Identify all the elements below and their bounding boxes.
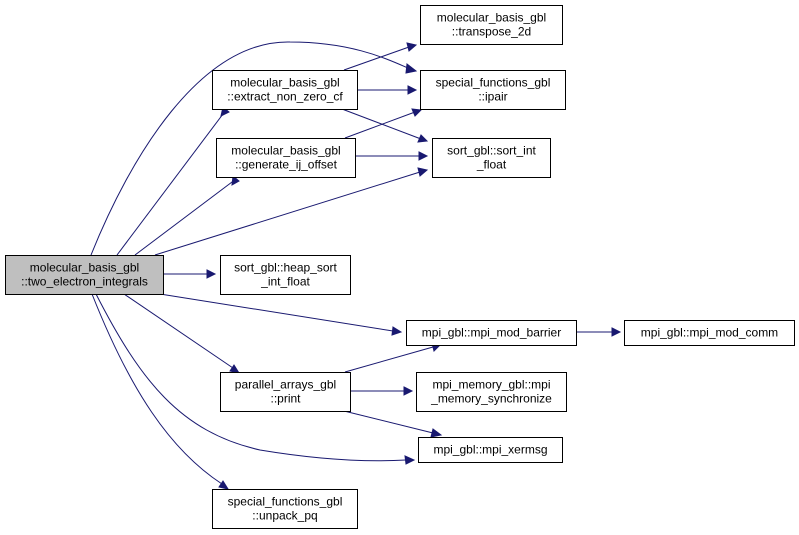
node-label: molecular_basis_gbl (437, 11, 546, 25)
node-heapsort[interactable]: sort_gbl::heap_sort_int_float (220, 255, 351, 295)
node-box[interactable] (216, 138, 356, 178)
node-box[interactable] (416, 372, 567, 412)
node-label: mpi_gbl::mpi_xermsg (433, 443, 547, 457)
node-box[interactable] (624, 320, 795, 346)
edge-root-to-sortint (154, 167, 429, 256)
node-memsync[interactable]: mpi_memory_gbl::mpi_memory_synchronize (416, 372, 567, 412)
edge-print-to-xermsg (343, 410, 443, 438)
node-label: ::print (270, 392, 301, 406)
edge-print-to-memsync (351, 386, 414, 396)
node-barrier[interactable]: mpi_gbl::mpi_mod_barrier (406, 320, 577, 346)
edge-line (123, 293, 234, 369)
node-extract[interactable]: molecular_basis_gbl::extract_non_zero_cf (212, 70, 358, 110)
node-root[interactable]: molecular_basis_gbl::two_electron_integr… (5, 255, 164, 295)
node-box[interactable] (418, 437, 563, 463)
node-label: special_functions_gbl (228, 495, 343, 509)
edge-line (343, 46, 410, 71)
arrowhead-icon (229, 364, 241, 374)
node-label: _memory_synchronize (430, 392, 552, 406)
node-label: special_functions_gbl (436, 76, 551, 90)
edge-root-to-ijoffset (134, 175, 240, 256)
arrowhead-icon (218, 480, 230, 490)
edge-root-to-xermsg (95, 293, 416, 465)
edges-layer (90, 41, 622, 490)
node-box[interactable] (220, 255, 351, 295)
edge-root-to-ipair (90, 41, 418, 256)
edge-line (159, 293, 394, 332)
node-modcomm[interactable]: mpi_gbl::mpi_mod_comm (624, 320, 795, 346)
arrowhead-icon (391, 326, 403, 336)
arrowhead-icon (418, 151, 429, 161)
edge-ijoffset-to-sortint (356, 151, 429, 161)
node-label: mpi_gbl::mpi_mod_comm (641, 326, 778, 340)
arrowhead-icon (430, 428, 443, 438)
node-label: ::two_electron_integrals (21, 275, 148, 289)
node-unpack[interactable]: special_functions_gbl::unpack_pq (212, 489, 358, 529)
edge-ijoffset-to-ipair (344, 108, 423, 139)
edge-root-to-extract (116, 106, 230, 256)
edge-root-to-unpack (91, 293, 230, 490)
node-label: sort_gbl::sort_int (447, 144, 536, 158)
node-label: molecular_basis_gbl (30, 261, 139, 275)
node-label: ::generate_ij_offset (235, 158, 338, 172)
arrowhead-icon (206, 269, 217, 279)
node-box[interactable] (5, 255, 164, 295)
node-label: _int_float (260, 275, 310, 289)
node-label: molecular_basis_gbl (231, 144, 340, 158)
node-box[interactable] (406, 320, 577, 346)
arrowhead-icon (417, 167, 429, 177)
arrowhead-icon (404, 455, 416, 465)
edge-extract-to-transpose (343, 42, 418, 71)
edge-barrier-to-modcomm (577, 327, 622, 337)
node-box[interactable] (420, 5, 563, 45)
node-transpose[interactable]: molecular_basis_gbl::transpose_2d (420, 5, 563, 45)
edge-line (91, 293, 223, 485)
node-label: ::transpose_2d (452, 25, 531, 39)
node-ijoffset[interactable]: molecular_basis_gbl::generate_ij_offset (216, 138, 356, 178)
node-print[interactable]: parallel_arrays_gbl::print (220, 372, 351, 412)
edge-line (154, 171, 421, 256)
edge-line (134, 178, 237, 256)
node-label: ::extract_non_zero_cf (227, 90, 343, 104)
node-ipair[interactable]: special_functions_gbl::ipair (420, 70, 566, 110)
edge-line (116, 109, 227, 256)
node-box[interactable] (212, 489, 358, 529)
arrowhead-icon (403, 386, 414, 396)
node-label: ::ipair (478, 90, 507, 104)
node-label: mpi_gbl::mpi_mod_barrier (422, 326, 561, 340)
node-label: _float (476, 158, 507, 172)
edge-line (343, 410, 434, 434)
node-sortint[interactable]: sort_gbl::sort_int_float (432, 138, 551, 178)
edge-root-to-barrier (159, 293, 403, 336)
node-label: mpi_memory_gbl::mpi (432, 378, 550, 392)
arrowhead-icon (405, 63, 418, 74)
nodes-layer: molecular_basis_gbl::two_electron_integr… (5, 5, 795, 529)
edge-root-to-heapsort (164, 269, 217, 279)
node-label: molecular_basis_gbl (230, 76, 339, 90)
arrowhead-icon (231, 175, 240, 186)
arrowhead-icon (407, 85, 418, 95)
node-box[interactable] (220, 372, 351, 412)
node-box[interactable] (420, 70, 566, 110)
node-label: parallel_arrays_gbl (235, 378, 336, 392)
edge-line (90, 41, 409, 256)
edge-line (344, 346, 434, 373)
edge-extract-to-ipair (358, 85, 418, 95)
arrowhead-icon (411, 108, 423, 117)
node-box[interactable] (212, 70, 358, 110)
arrowhead-icon (611, 327, 622, 337)
node-box[interactable] (432, 138, 551, 178)
node-xermsg[interactable]: mpi_gbl::mpi_xermsg (418, 437, 563, 463)
arrowhead-icon (406, 42, 418, 52)
edge-root-to-print (123, 293, 241, 374)
node-label: sort_gbl::heap_sort (234, 261, 337, 275)
edge-line (95, 293, 407, 462)
edge-line (344, 111, 416, 139)
edge-print-to-barrier (344, 342, 443, 373)
arrowhead-icon (417, 134, 429, 143)
node-label: ::unpack_pq (252, 509, 317, 523)
